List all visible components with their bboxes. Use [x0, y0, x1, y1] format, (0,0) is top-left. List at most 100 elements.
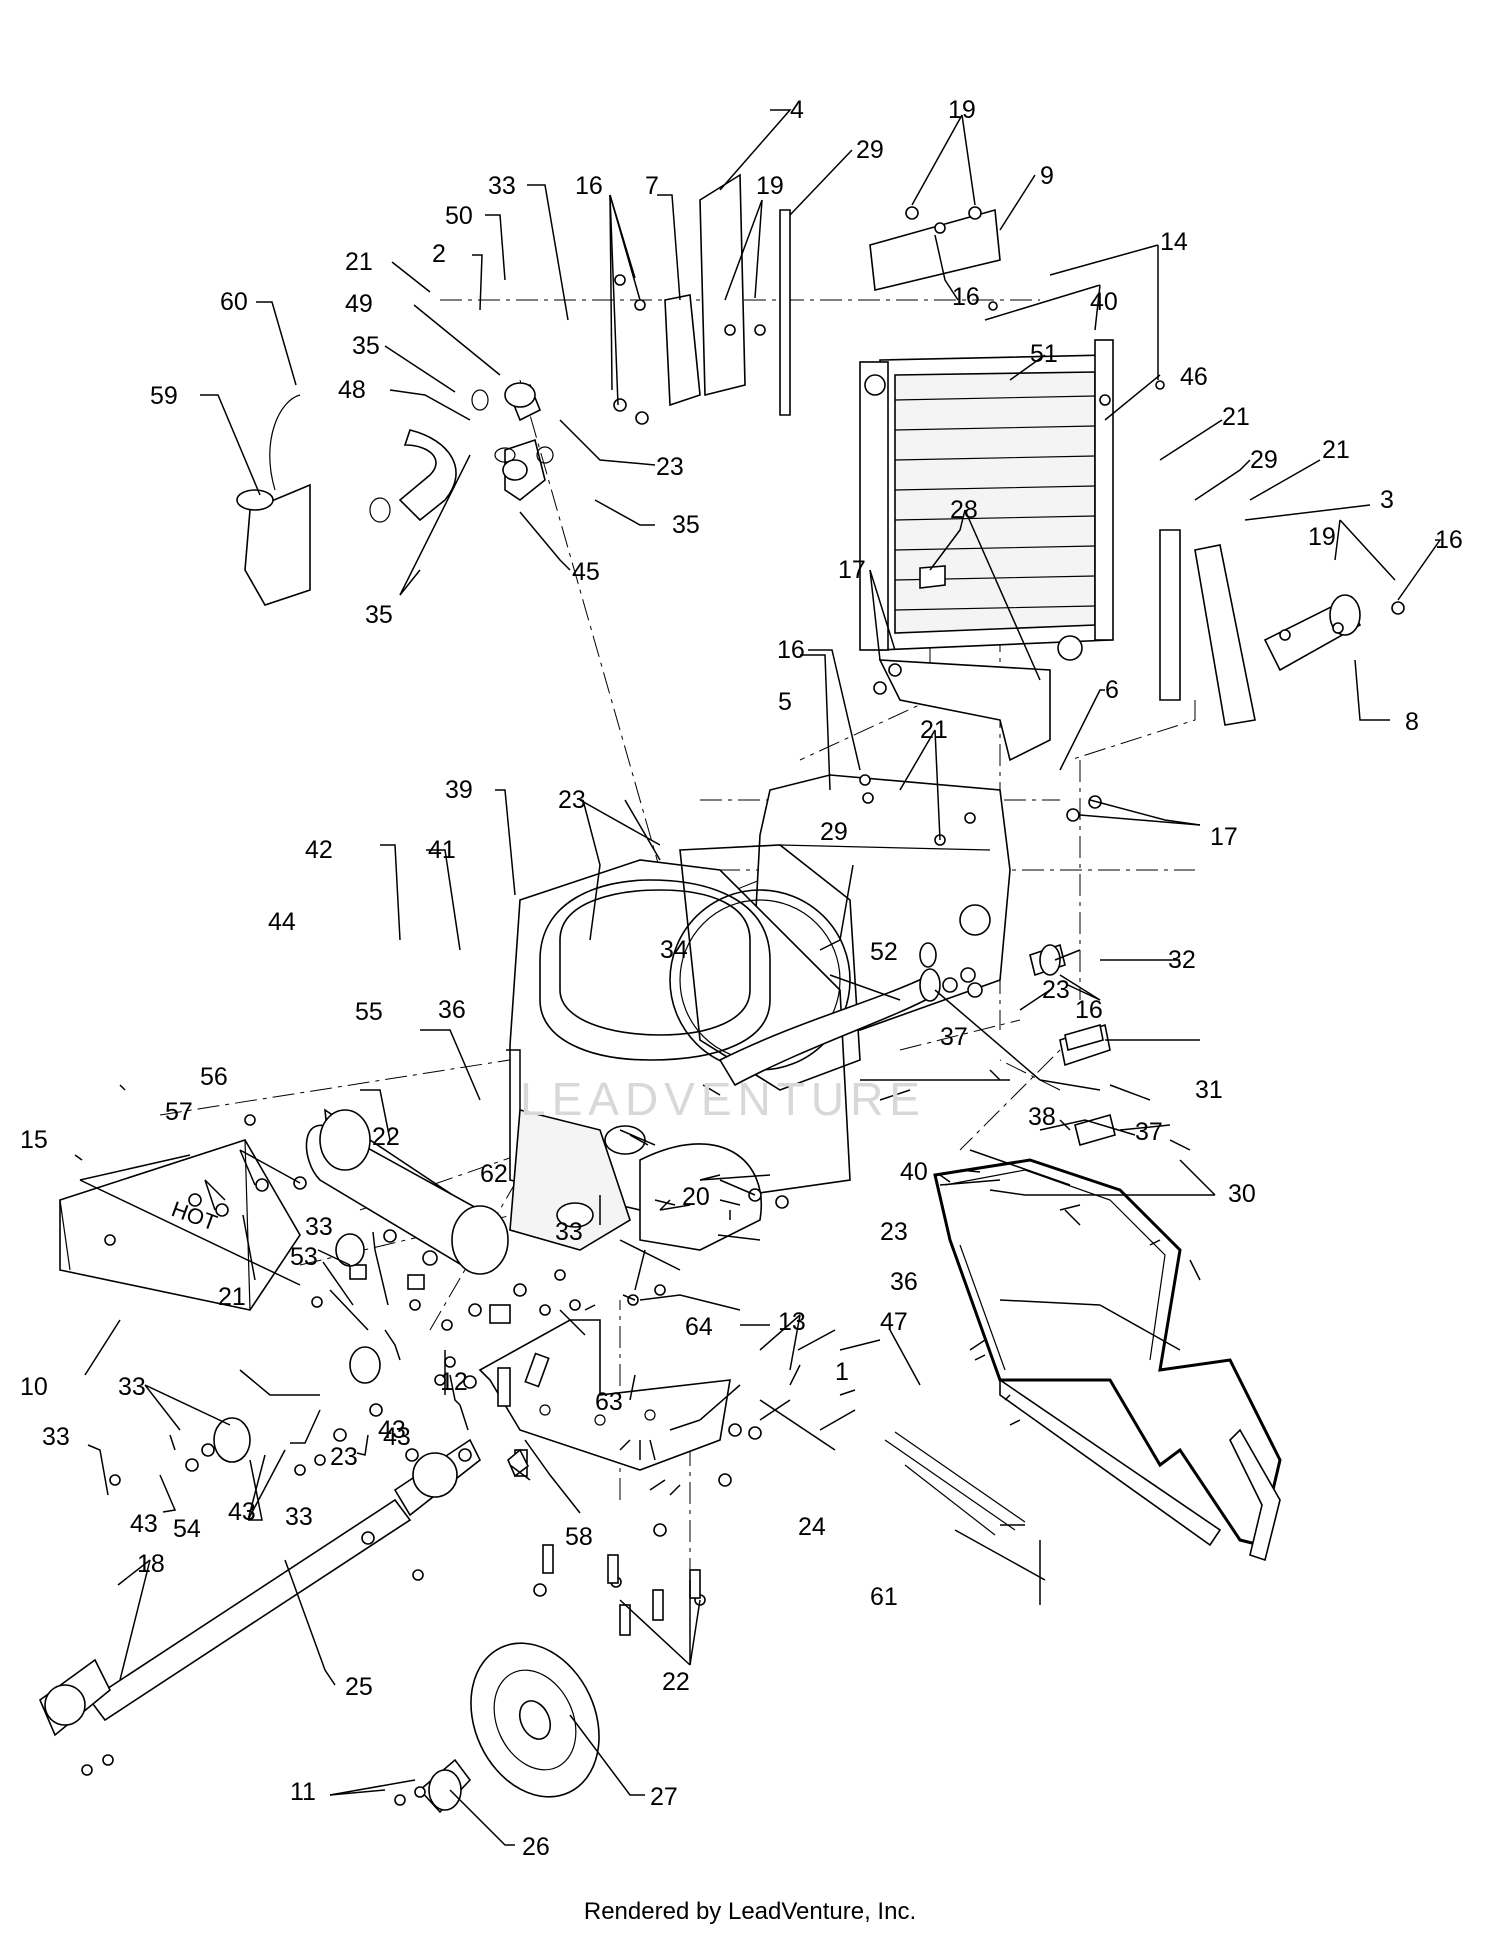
callout-21: 21 [920, 716, 948, 744]
callout-25: 25 [345, 1673, 373, 1701]
callout-43: 43 [130, 1510, 158, 1538]
callout-31: 31 [1195, 1076, 1223, 1104]
callout-26: 26 [522, 1833, 550, 1861]
callout-23: 23 [558, 786, 586, 814]
callout-54: 54 [173, 1515, 201, 1543]
callout-10: 10 [20, 1373, 48, 1401]
callout-34: 34 [660, 936, 688, 964]
callout-16: 16 [952, 283, 980, 311]
callout-7: 7 [645, 172, 659, 200]
callout-21: 21 [1222, 403, 1250, 431]
callout-40: 40 [1090, 288, 1118, 316]
callout-19: 19 [1308, 523, 1336, 551]
callout-21: 21 [345, 248, 373, 276]
brackets [664, 173, 1362, 762]
cable-ties [884, 1431, 1026, 1536]
clamps [1029, 943, 1116, 1146]
callout-33: 33 [118, 1373, 146, 1401]
leader-lines [74, 109, 1442, 1846]
callout-59: 59 [150, 382, 178, 410]
callout-16: 16 [777, 636, 805, 664]
footer-credit: Rendered by LeadVenture, Inc. [583, 1898, 917, 1925]
callout-48: 48 [338, 376, 366, 404]
pulley [418, 1642, 600, 1814]
callout-64: 64 [685, 1313, 713, 1341]
callout-2: 2 [432, 240, 446, 268]
heat-shield: HOT [59, 1139, 301, 1311]
callout-37: 37 [940, 1023, 968, 1051]
callout-35: 35 [352, 332, 380, 360]
callout-6: 6 [1105, 676, 1119, 704]
callout-40: 40 [900, 1158, 928, 1186]
callout-23: 23 [880, 1218, 908, 1246]
callout-35: 35 [672, 511, 700, 539]
drive-shaft [39, 1438, 482, 1737]
watermark: LEADVENTURE [520, 1073, 926, 1125]
callout-47: 47 [880, 1308, 908, 1336]
callout-17: 17 [838, 556, 866, 584]
callout-44: 44 [268, 908, 296, 936]
callout-55: 55 [355, 998, 383, 1026]
callout-49: 49 [345, 290, 373, 318]
callout-11: 11 [290, 1778, 316, 1806]
callout-36: 36 [438, 996, 466, 1024]
radiator [859, 339, 1114, 661]
callout-52: 52 [870, 938, 898, 966]
callout-43: 43 [383, 1423, 411, 1451]
engine [509, 844, 861, 1251]
callout-22: 22 [372, 1123, 400, 1151]
callout-16: 16 [575, 172, 603, 200]
callout-46: 46 [1180, 363, 1208, 391]
callout-12: 12 [440, 1368, 468, 1396]
callout-29: 29 [1250, 446, 1278, 474]
callout-60: 60 [220, 288, 248, 316]
callout-42: 42 [305, 836, 333, 864]
callout-43: 43 [228, 1498, 256, 1526]
callout-19: 19 [948, 96, 976, 124]
callout-4: 4 [790, 96, 804, 124]
callout-37: 37 [1135, 1118, 1163, 1146]
callout-labels: 60 59 21 2 50 33 49 35 48 23 35 45 35 16… [20, 96, 1463, 1861]
callout-23: 23 [656, 453, 684, 481]
callout-13: 13 [778, 1308, 806, 1336]
callout-53: 53 [290, 1243, 318, 1271]
callout-15: 15 [20, 1126, 48, 1154]
callout-3: 3 [1380, 486, 1394, 514]
callout-17: 17 [1210, 823, 1238, 851]
callout-50: 50 [445, 202, 473, 230]
callout-8: 8 [1405, 708, 1419, 736]
callout-32: 32 [1168, 946, 1196, 974]
callout-36: 36 [890, 1268, 918, 1296]
callout-61: 61 [870, 1583, 898, 1611]
coolant-bottle [236, 394, 311, 606]
callout-41: 41 [428, 836, 456, 864]
callout-35: 35 [365, 601, 393, 629]
callout-29: 29 [820, 818, 848, 846]
callout-62: 62 [480, 1160, 508, 1188]
callout-33: 33 [285, 1503, 313, 1531]
callout-19: 19 [756, 172, 784, 200]
callout-21: 21 [218, 1283, 246, 1311]
callout-33: 33 [555, 1218, 583, 1246]
callout-51: 51 [1030, 340, 1058, 368]
callout-21: 21 [1322, 436, 1350, 464]
callout-16: 16 [1435, 526, 1463, 554]
callout-22: 22 [662, 1668, 690, 1696]
muffler [305, 1108, 509, 1275]
callout-18: 18 [137, 1550, 165, 1578]
callout-23: 23 [330, 1443, 358, 1471]
callout-45: 45 [572, 558, 600, 586]
callout-1: 1 [835, 1358, 849, 1386]
callout-39: 39 [445, 776, 473, 804]
callout-20: 20 [682, 1183, 710, 1211]
callout-38: 38 [1028, 1103, 1056, 1131]
hoses [369, 382, 554, 523]
callout-23: 23 [1042, 976, 1070, 1004]
callout-24: 24 [798, 1513, 826, 1541]
callout-58: 58 [565, 1523, 593, 1551]
callout-33: 33 [305, 1213, 333, 1241]
callout-16: 16 [1075, 996, 1103, 1024]
callout-27: 27 [650, 1783, 678, 1811]
